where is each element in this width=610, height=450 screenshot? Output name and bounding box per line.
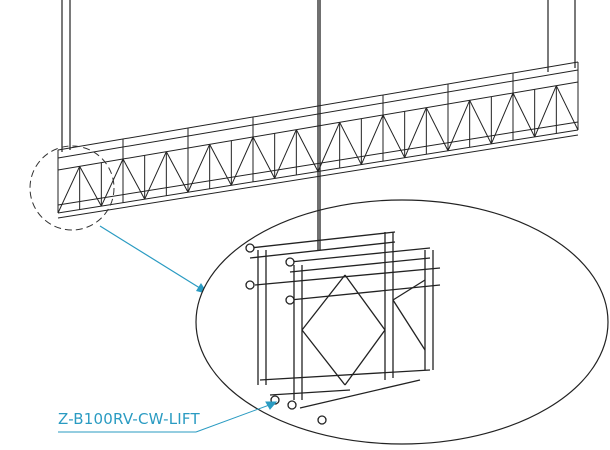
truss-diagonal	[122, 158, 146, 200]
truss-diagonal	[79, 166, 102, 207]
tube-end-cap	[245, 280, 255, 290]
truss-diagonal	[534, 85, 557, 138]
truss-diagonal	[469, 100, 492, 145]
leader-arrow	[99, 225, 208, 294]
detail-member	[344, 329, 386, 386]
tube-end-cap	[285, 257, 295, 267]
detail-rail	[254, 267, 441, 286]
detail-member	[392, 299, 426, 351]
truss-diagonal	[165, 151, 189, 193]
truss-diagonal	[317, 122, 341, 172]
callout-leader	[58, 401, 278, 433]
truss-detail-view	[245, 0, 441, 425]
truss-diagonal	[144, 151, 167, 200]
hanging-cables	[61, 0, 576, 152]
truss-diagonal	[100, 158, 124, 207]
truss-diagonal	[252, 136, 276, 179]
truss-diagonal	[274, 129, 297, 179]
truss-diagonal	[512, 92, 536, 138]
truss-diagonal	[425, 107, 449, 151]
detail-member	[269, 389, 351, 396]
truss-diagonal	[555, 85, 579, 131]
tube-end-cap	[285, 295, 295, 305]
detail-rail	[289, 257, 431, 273]
detail-marker-circle	[29, 145, 115, 231]
truss-diagonal	[404, 107, 427, 158]
detail-member	[301, 274, 346, 331]
detail-member	[299, 379, 421, 409]
detail-member	[259, 369, 431, 381]
detail-member	[344, 274, 386, 331]
truss-diagonal	[295, 129, 319, 172]
detail-rail	[289, 284, 441, 301]
truss-diagonal	[382, 114, 406, 158]
detail-rail	[249, 231, 396, 249]
truss-diagonal	[360, 114, 384, 165]
tube-end-cap	[317, 415, 327, 425]
part-number-label: Z-B100RV-CW-LIFT	[58, 410, 200, 428]
detail-rail	[249, 241, 396, 259]
detail-member	[392, 279, 426, 301]
truss-diagonal	[209, 144, 232, 186]
tube-end-cap	[245, 243, 255, 253]
tube-end-cap	[287, 400, 297, 410]
truss-diagonal	[339, 122, 362, 165]
truss-diagonal	[230, 136, 254, 186]
truss-diagonal	[490, 92, 514, 145]
detail-rail	[289, 247, 431, 263]
truss-diagonal	[57, 166, 81, 214]
truss-diagonal	[447, 100, 471, 151]
truss-diagonal	[187, 144, 211, 193]
